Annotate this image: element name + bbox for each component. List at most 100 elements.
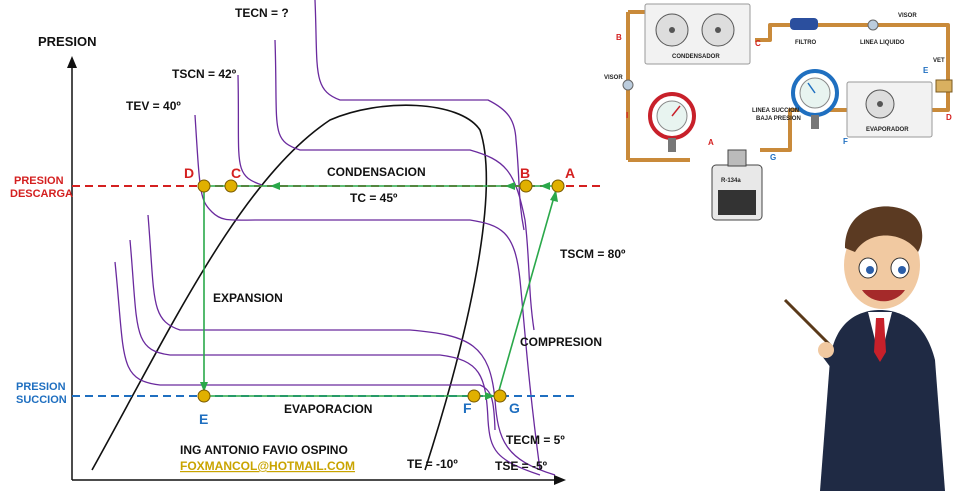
sight-glass-left-icon	[622, 79, 634, 91]
sight-glass-left-label: VISOR	[604, 75, 623, 81]
y-axis-arrow	[67, 56, 77, 68]
compression-line	[497, 189, 557, 395]
point-c-marker	[224, 179, 238, 193]
arrow-b-c	[505, 182, 515, 190]
point-f-marker	[467, 389, 481, 403]
pointer-stick	[783, 298, 837, 352]
tscm-label: TSCM = 80º	[560, 247, 626, 261]
compressor-head	[727, 149, 747, 167]
isotherm-upper-small	[237, 74, 263, 186]
refrigerant-label: R-134a	[721, 178, 741, 184]
left-pupil	[866, 266, 874, 274]
system-letter-a: A	[708, 138, 714, 147]
suction-label-1: PRESION	[16, 381, 66, 393]
point-g-marker	[493, 389, 507, 403]
ph-diagram: PRESION PRESION DESCARGA PRESION SUCCION	[10, 0, 626, 485]
system-letter-b: B	[616, 33, 622, 42]
condenser-label: CONDENSADOR	[672, 54, 720, 60]
suction-label-2: SUCCION	[16, 394, 67, 406]
hair	[845, 206, 923, 252]
high-pressure-gauge	[648, 92, 696, 152]
high-gauge-stem	[668, 138, 676, 152]
system-letter-i: I	[626, 111, 628, 120]
compressor-motor	[718, 190, 756, 215]
isotherm-lower-a	[147, 214, 556, 476]
condenser-unit: CONDENSADOR	[644, 3, 751, 65]
point-b-label: B	[520, 165, 530, 181]
author-name: ING ANTONIO FAVIO OSPINO	[180, 443, 348, 457]
presenter-character-icon	[783, 206, 945, 491]
system-letter-e: E	[923, 66, 929, 75]
tecm-label: TECM = 5º	[506, 433, 565, 447]
low-gauge-needle	[807, 82, 816, 94]
condenser-fan-2-hub	[715, 27, 721, 33]
evaporator-fan-hub	[877, 101, 883, 107]
point-b-marker	[519, 179, 533, 193]
system-letter-c: C	[755, 39, 761, 48]
tecn-label: TECN = ?	[235, 6, 289, 20]
condensation-label: CONDENSACION	[327, 165, 426, 179]
filter-label: FILTRO	[795, 40, 817, 46]
arrow-g-a	[550, 190, 558, 202]
arrow-c-d	[270, 182, 280, 190]
axis-label: PRESION	[38, 34, 97, 49]
state-points	[197, 179, 565, 403]
mouth	[862, 290, 905, 302]
system-letter-d: D	[946, 113, 952, 122]
low-pressure-gauge	[791, 69, 839, 129]
evaporator-unit: EVAPORADOR	[846, 81, 933, 138]
isotherm-tecn	[314, 0, 525, 231]
x-axis-arrow	[554, 475, 566, 485]
valve-label: VET	[933, 58, 945, 64]
system-letter-g: G	[770, 153, 776, 162]
filter-drier-icon	[790, 18, 818, 30]
discharge-label-2: DESCARGA	[10, 188, 73, 200]
saturation-dome	[91, 104, 488, 471]
point-a-marker	[551, 179, 565, 193]
sight-glass-top-icon	[867, 19, 879, 31]
pipe-right	[932, 90, 950, 112]
compressor-unit: R-134a	[711, 149, 763, 221]
sight-glass-top-label: VISOR	[898, 13, 917, 19]
process-arrows	[200, 182, 558, 400]
tie	[874, 318, 886, 362]
point-d-label: D	[184, 165, 194, 181]
right-pupil	[898, 266, 906, 274]
tse-label: TSE = -5º	[495, 459, 548, 473]
point-c-label: C	[231, 165, 241, 181]
isotherm-lower-b	[129, 239, 541, 476]
arrow-a-b	[540, 182, 550, 190]
expansion-label: EXPANSION	[213, 291, 283, 305]
discharge-label-1: PRESION	[14, 175, 64, 187]
evaporation-label: EVAPORACION	[284, 402, 372, 416]
point-e-label: E	[199, 411, 208, 427]
point-a-label: A	[565, 165, 575, 181]
pipe-liquid-line	[755, 23, 950, 80]
suit-jacket	[820, 310, 945, 491]
author-email: FOXMANCOL@HOTMAIL.COM	[180, 459, 355, 473]
arrow-f-g	[485, 392, 495, 400]
te-label: TE = -10º	[407, 457, 458, 471]
tscn-label: TSCN = 42º	[172, 67, 237, 81]
tc-label: TC = 45º	[350, 191, 398, 205]
expansion-valve-icon	[935, 79, 953, 93]
refrigeration-system: CONDENSADOR FILTRO VISOR LINEA LIQUIDO V…	[604, 3, 953, 221]
point-d-marker	[197, 179, 211, 193]
suction-line-label-2: BAJA PRESION	[756, 116, 801, 122]
compression-label: COMPRESION	[520, 335, 602, 349]
system-letter-f: F	[843, 137, 848, 146]
process-lines	[203, 185, 558, 397]
liquid-line-label: LINEA LIQUIDO	[860, 40, 905, 46]
suction-line-label-1: LINEA SUCCION	[752, 108, 799, 114]
low-gauge-stem	[811, 115, 819, 129]
point-g-label: G	[509, 400, 520, 416]
evaporator-label: EVAPORADOR	[866, 127, 909, 133]
point-e-marker	[197, 389, 211, 403]
high-gauge-needle	[671, 105, 681, 117]
condenser-fan-1-hub	[669, 27, 675, 33]
isotherm-lower-c	[114, 261, 496, 431]
hand	[818, 342, 834, 358]
tev-label: TEV = 40º	[126, 99, 181, 113]
point-f-label: F	[463, 400, 472, 416]
